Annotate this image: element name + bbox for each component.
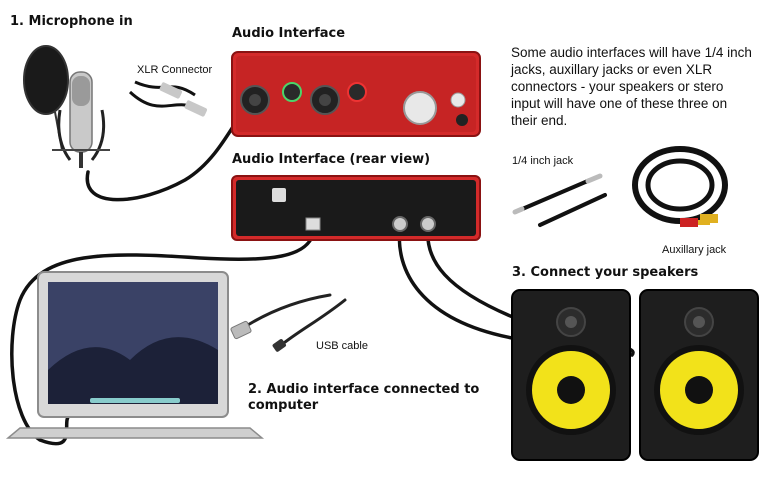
usb-port — [305, 217, 321, 231]
output-left — [392, 216, 408, 232]
step-3-label: 3. Connect your speakers — [512, 265, 699, 280]
xlr-connector-label: XLR Connector — [137, 64, 213, 76]
step-2-label-line2: computer — [248, 398, 319, 413]
laptop-illustration — [5, 271, 265, 439]
output-right — [420, 216, 436, 232]
xlr-cable-illustration — [128, 80, 208, 117]
xlr-cable — [85, 98, 252, 202]
gain-knob-2 — [347, 82, 367, 102]
connector-note: Some audio interfaces will have 1/4 inch… — [511, 45, 752, 128]
auxiliary-jack-label: Auxillary jack — [662, 244, 727, 256]
usb-cable-line — [10, 228, 316, 446]
interface-rear — [231, 175, 481, 241]
interface-front-label: Audio Interface — [232, 26, 346, 41]
auxiliary-jack-illustration — [632, 146, 728, 227]
microphone-illustration — [23, 45, 110, 168]
usb-cable-label: USB cable — [316, 340, 368, 352]
interface-front — [231, 51, 481, 137]
step-1-label: 1. Microphone in — [10, 14, 133, 29]
usb-cable-illustration — [230, 293, 347, 352]
speaker-right — [639, 289, 759, 461]
monitor-knob — [403, 91, 437, 125]
interface-rear-label: Audio Interface (rear view) — [232, 152, 431, 167]
gain-knob-1 — [282, 82, 302, 102]
quarter-inch-jack-illustration — [512, 173, 607, 227]
speaker-cable-left — [397, 226, 514, 340]
quarter-inch-jack-label: 1/4 inch jack — [512, 155, 574, 167]
speaker-left — [511, 289, 631, 461]
pop-filter — [23, 45, 69, 115]
step-2-label-line1: 2. Audio interface connected to — [248, 382, 480, 397]
